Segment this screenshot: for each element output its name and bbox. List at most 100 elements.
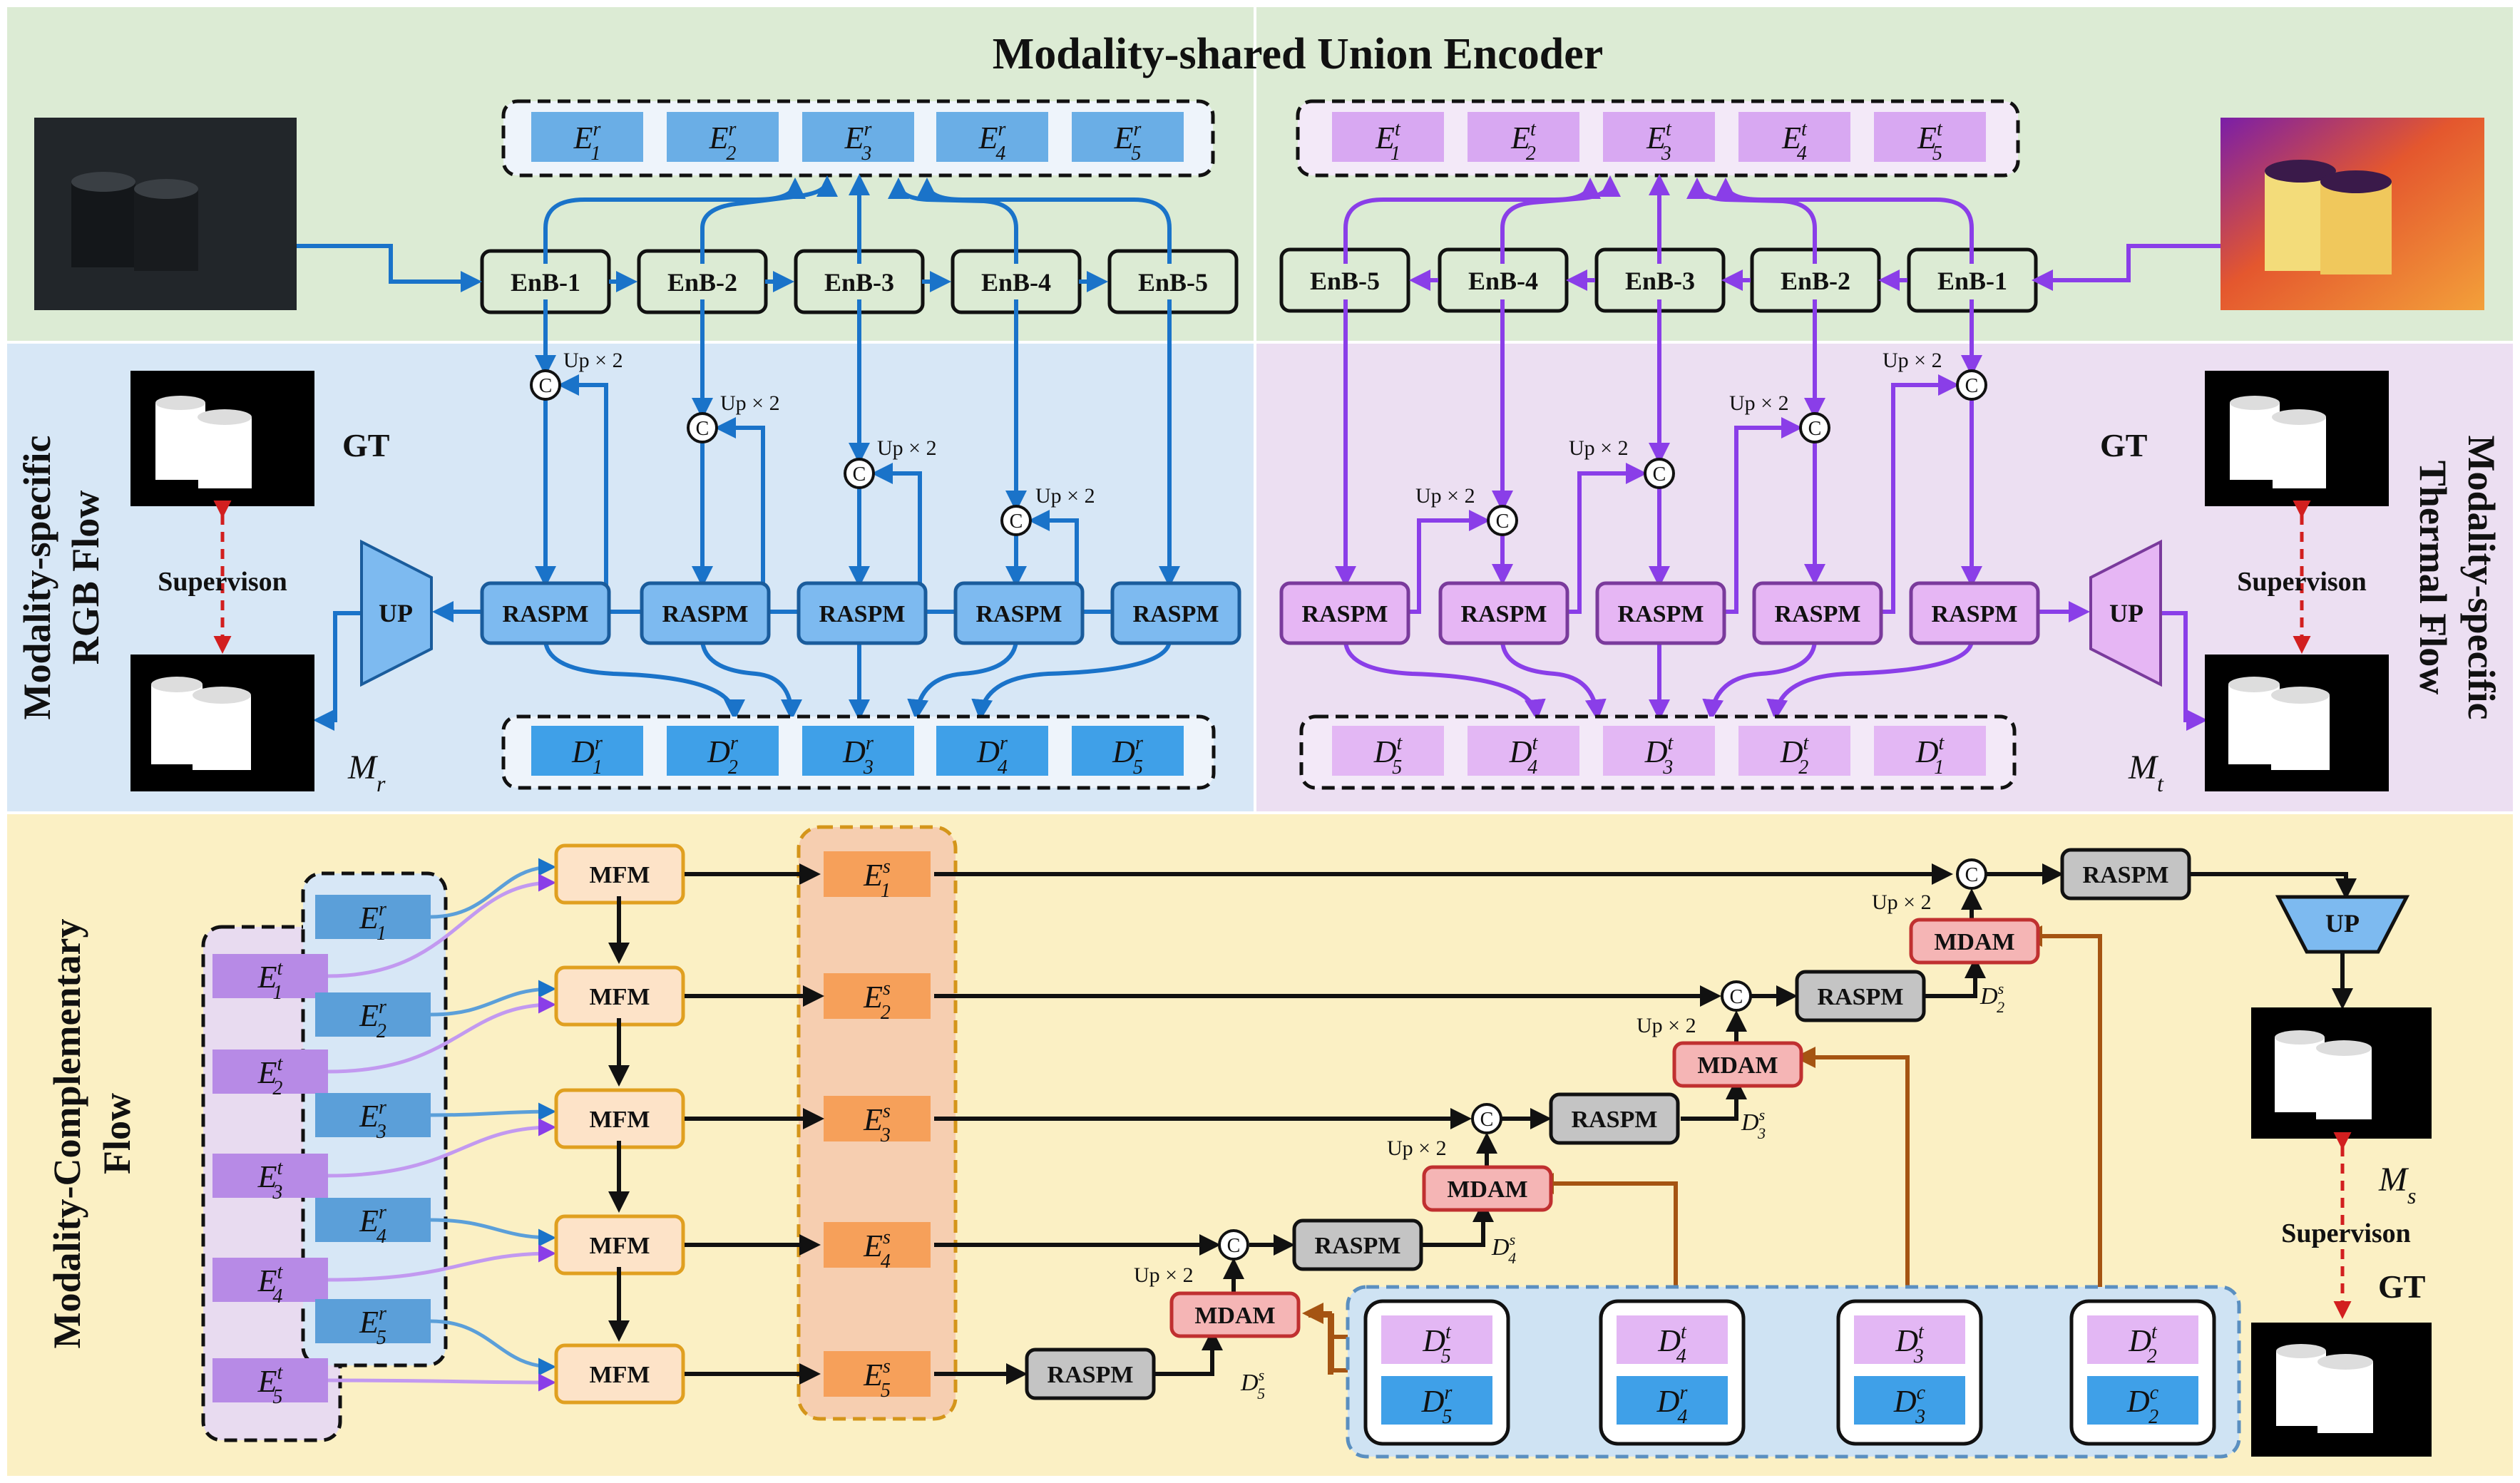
mfm-block-4: MFM: [554, 1214, 685, 1276]
thermal-upsample-label-3: Up × 2: [1729, 391, 1789, 415]
svg-text:Dt5: Dt5: [1422, 1321, 1452, 1367]
svg-text:Er1: Er1: [573, 118, 601, 165]
svg-text:Et4: Et4: [257, 1261, 284, 1308]
svg-text:Er3: Er3: [359, 1097, 386, 1143]
svg-text:RASPM: RASPM: [1572, 1107, 1658, 1133]
svg-text:Flow: Flow: [96, 1093, 138, 1174]
svg-text:Et3: Et3: [1646, 118, 1672, 165]
rgb-upsample-label-2: Up × 2: [720, 391, 780, 415]
final-prediction-image: [2251, 1007, 2432, 1139]
thermal-upsample-label-2: Up × 2: [1569, 436, 1629, 460]
mdam-block-1: MDAM: [1169, 1291, 1301, 1338]
svg-text:C: C: [1653, 463, 1666, 486]
svg-text:EnB-3: EnB-3: [824, 268, 894, 297]
svg-text:UP: UP: [379, 599, 413, 627]
svg-text:RASPM: RASPM: [1302, 601, 1388, 627]
svg-text:Et2: Et2: [257, 1053, 284, 1099]
thermal-raspm-3: RASPM: [1595, 581, 1726, 645]
thermal-prediction-image: [2205, 655, 2389, 791]
comp-upsample-label-1: Up × 2: [1134, 1263, 1194, 1287]
svg-text:RASPM: RASPM: [1618, 601, 1704, 627]
svg-text:EnB-4: EnB-4: [981, 268, 1051, 297]
svg-text:Dt3: Dt3: [1895, 1321, 1925, 1367]
svg-text:C: C: [1965, 864, 1979, 886]
svg-text:Dr4: Dr4: [976, 732, 1008, 779]
encoder-title: Modality-shared Union Encoder: [993, 30, 1604, 78]
svg-text:MFM: MFM: [590, 984, 650, 1010]
rgb-input-image: [34, 118, 297, 310]
comp-raspm-5: RASPM: [2060, 848, 2191, 900]
svg-text:RASPM: RASPM: [1932, 601, 2018, 627]
comp-raspm-3: RASPM: [1549, 1092, 1680, 1145]
svg-text:RASPM: RASPM: [1775, 601, 1861, 627]
svg-text:C: C: [696, 418, 710, 440]
thermal-upsample-block: UP: [2089, 539, 2162, 687]
svg-text:EnB-1: EnB-1: [1937, 267, 2007, 295]
comp-raspm-1: RASPM: [1025, 1348, 1156, 1400]
mfm-block-5: MFM: [554, 1343, 685, 1405]
thermal-concat-node-1: C: [1487, 505, 1518, 536]
thermal-supervision-label: Supervison: [2237, 567, 2367, 597]
svg-text:MFM: MFM: [590, 1233, 650, 1259]
svg-text:Et1: Et1: [1375, 118, 1401, 165]
svg-text:Dc2: Dc2: [2126, 1382, 2159, 1428]
rgb-upsample-label-4: Up × 2: [1035, 484, 1095, 508]
svg-text:Et4: Et4: [1781, 118, 1808, 165]
svg-text:EnB-2: EnB-2: [1781, 267, 1850, 295]
svg-text:Es4: Es4: [863, 1226, 891, 1273]
svg-text:RASPM: RASPM: [503, 601, 589, 627]
svg-text:Dr5: Dr5: [1421, 1382, 1453, 1428]
svg-text:Dr1: Dr1: [571, 732, 603, 779]
thermal-gt-image: [2205, 371, 2389, 506]
rgb-gt-label: GT: [342, 427, 389, 463]
svg-text:Et2: Et2: [1510, 118, 1537, 165]
rgb-concat-node-2: C: [687, 412, 718, 443]
rgb-raspm-1: RASPM: [480, 581, 611, 645]
svg-text:Er5: Er5: [359, 1303, 386, 1349]
svg-text:RASPM: RASPM: [1048, 1362, 1134, 1388]
svg-text:MDAM: MDAM: [1934, 929, 2014, 955]
final-supervision-label: Supervison: [2281, 1218, 2411, 1248]
rgb-side-label: Modality-specific RGB Flow: [16, 436, 107, 720]
mfm-block-3: MFM: [554, 1088, 685, 1149]
svg-text:MDAM: MDAM: [1697, 1052, 1778, 1079]
svg-text:C: C: [1480, 1109, 1494, 1131]
svg-text:Dc3: Dc3: [1893, 1382, 1926, 1428]
svg-text:EnB-5: EnB-5: [1310, 267, 1380, 295]
svg-text:Dt2: Dt2: [2128, 1321, 2158, 1367]
final-gt-image: [2251, 1323, 2432, 1457]
svg-text:Dr5: Dr5: [1112, 732, 1143, 779]
rgb-upsample-label-1: Up × 2: [563, 349, 623, 372]
thermal-gt-label: GT: [2100, 427, 2147, 463]
svg-text:C: C: [1010, 510, 1023, 533]
svg-text:C: C: [539, 375, 553, 397]
comp-upsample-label-2: Up × 2: [1387, 1136, 1447, 1160]
svg-text:Modality-Complementary: Modality-Complementary: [46, 919, 88, 1349]
svg-text:RASPM: RASPM: [1315, 1233, 1401, 1259]
svg-text:Dt2: Dt2: [1780, 732, 1810, 779]
mfm-block-1: MFM: [554, 843, 685, 905]
thermal-concat-node-3: C: [1799, 412, 1830, 443]
svg-text:Modality-specific: Modality-specific: [2460, 436, 2503, 720]
